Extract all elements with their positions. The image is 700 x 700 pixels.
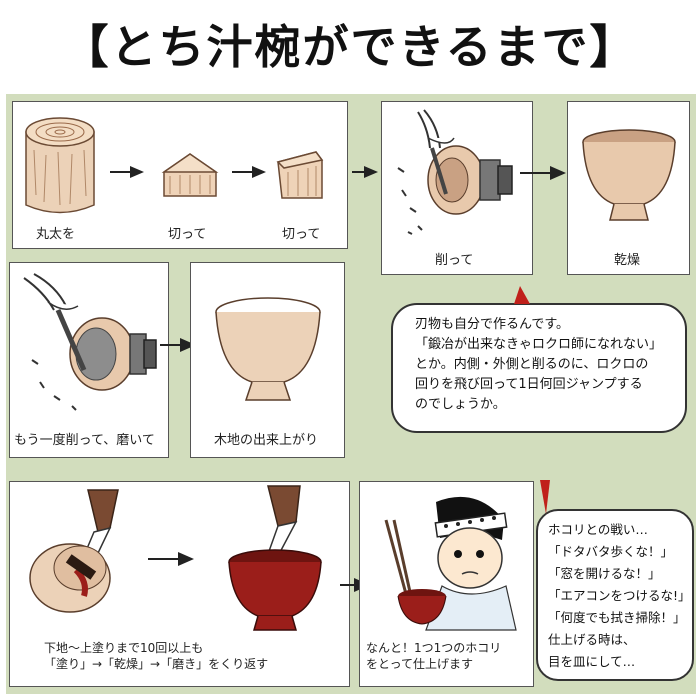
caption-dust-2: をとって仕上げます	[366, 657, 474, 671]
caption-log: 丸太を	[36, 227, 76, 242]
arrow-icon	[148, 552, 194, 566]
lacquer-bowl-icon	[29, 489, 119, 613]
bubble-text-line: 仕上げる時は、	[548, 632, 636, 647]
wood-block-icon	[276, 151, 324, 199]
bubble-text-line: 刃物も自分で作るんです。	[415, 317, 570, 332]
lathe-icon	[397, 109, 513, 235]
arrow-icon	[110, 166, 144, 178]
speech-bubble-dust: ホコリとの戦い… 「ドタバタ歩くな！」 「窓を開けるな！」 「エアコンをつけるな…	[536, 509, 694, 681]
arrow-icon	[160, 338, 196, 352]
arrow-icon	[520, 166, 566, 180]
bubble-text-line: 「鍛冶が出来なきゃロクロ師になれない」	[415, 337, 663, 352]
bubble-text-line: 回りを飛び回って1日何回ジャンプする	[415, 377, 643, 392]
caption-cut-1: 切って	[168, 227, 207, 242]
caption-cut-2: 切って	[282, 227, 321, 242]
bubble-tail-icon	[540, 480, 550, 514]
caption-lacquer-1: 下地～上塗りまで10回以上も	[44, 641, 204, 655]
wood-block-icon	[161, 153, 219, 197]
caption-dry: 乾燥	[614, 253, 641, 268]
bubble-text-line: とか。内側・外側と削るのに、ロクロの	[415, 357, 649, 372]
caption-shave-polish: もう一度削って、磨いて	[14, 433, 155, 448]
caption-lacquer-2: 「塗り」→「乾燥」→「磨き」をくり返す	[44, 657, 269, 671]
bubble-text-line: 「ドタバタ歩くな！」	[548, 544, 674, 559]
caption-wood-finished: 木地の出来上がり	[214, 433, 319, 448]
bubble-tail-icon	[514, 286, 530, 304]
arrow-icon	[232, 166, 266, 178]
caption-dust-1: なんと！1つ1つのホコリ	[366, 641, 502, 655]
speech-bubble-blacksmith: 刃物も自分で作るんです。 「鍛冶が出来なきゃロクロ師になれない」 とか。内側・外…	[391, 303, 687, 433]
caption-shave-1: 削って	[435, 253, 474, 268]
bowl-icon	[582, 129, 676, 221]
lacquer-bowl-icon	[228, 549, 322, 631]
lathe-icon	[23, 273, 157, 411]
page-title: 【とち汁椀ができるまで】	[62, 20, 638, 74]
bubble-text-line: 「エアコンをつけるな!」	[548, 588, 691, 603]
bubble-text-line: 「何度でも拭き掃除！」	[548, 610, 686, 625]
craftsman-icon	[384, 496, 517, 631]
bubble-text-line: 目を皿にして…	[548, 654, 636, 669]
bubble-text-line: ホコリとの戦い…	[548, 522, 648, 537]
bubble-text-line: のでしょうか。	[415, 397, 506, 412]
log-icon	[25, 117, 95, 214]
arrow-icon	[352, 166, 378, 178]
bowl-icon	[215, 297, 321, 401]
bubble-text-line: 「窓を開けるな！」	[548, 566, 661, 581]
